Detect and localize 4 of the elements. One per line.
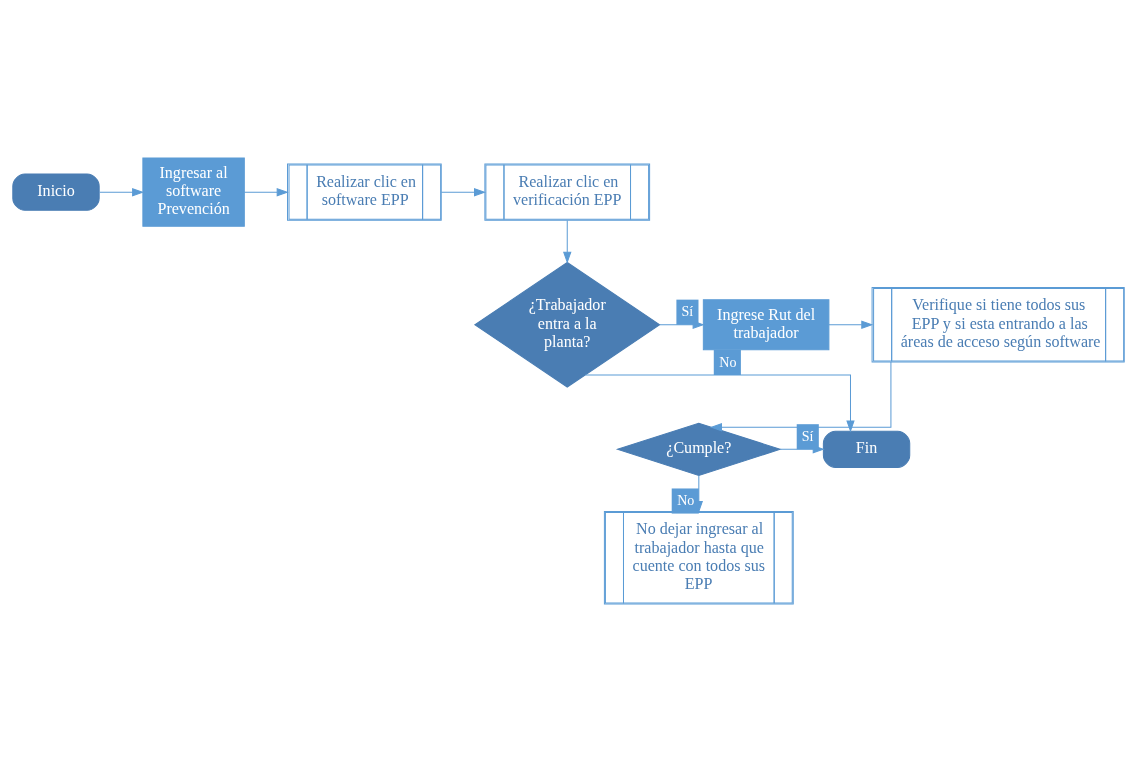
- edge-label: No: [719, 353, 737, 370]
- edge-label: Sí: [801, 427, 814, 444]
- edge-label: No: [677, 492, 695, 509]
- edge-label: Sí: [681, 303, 694, 320]
